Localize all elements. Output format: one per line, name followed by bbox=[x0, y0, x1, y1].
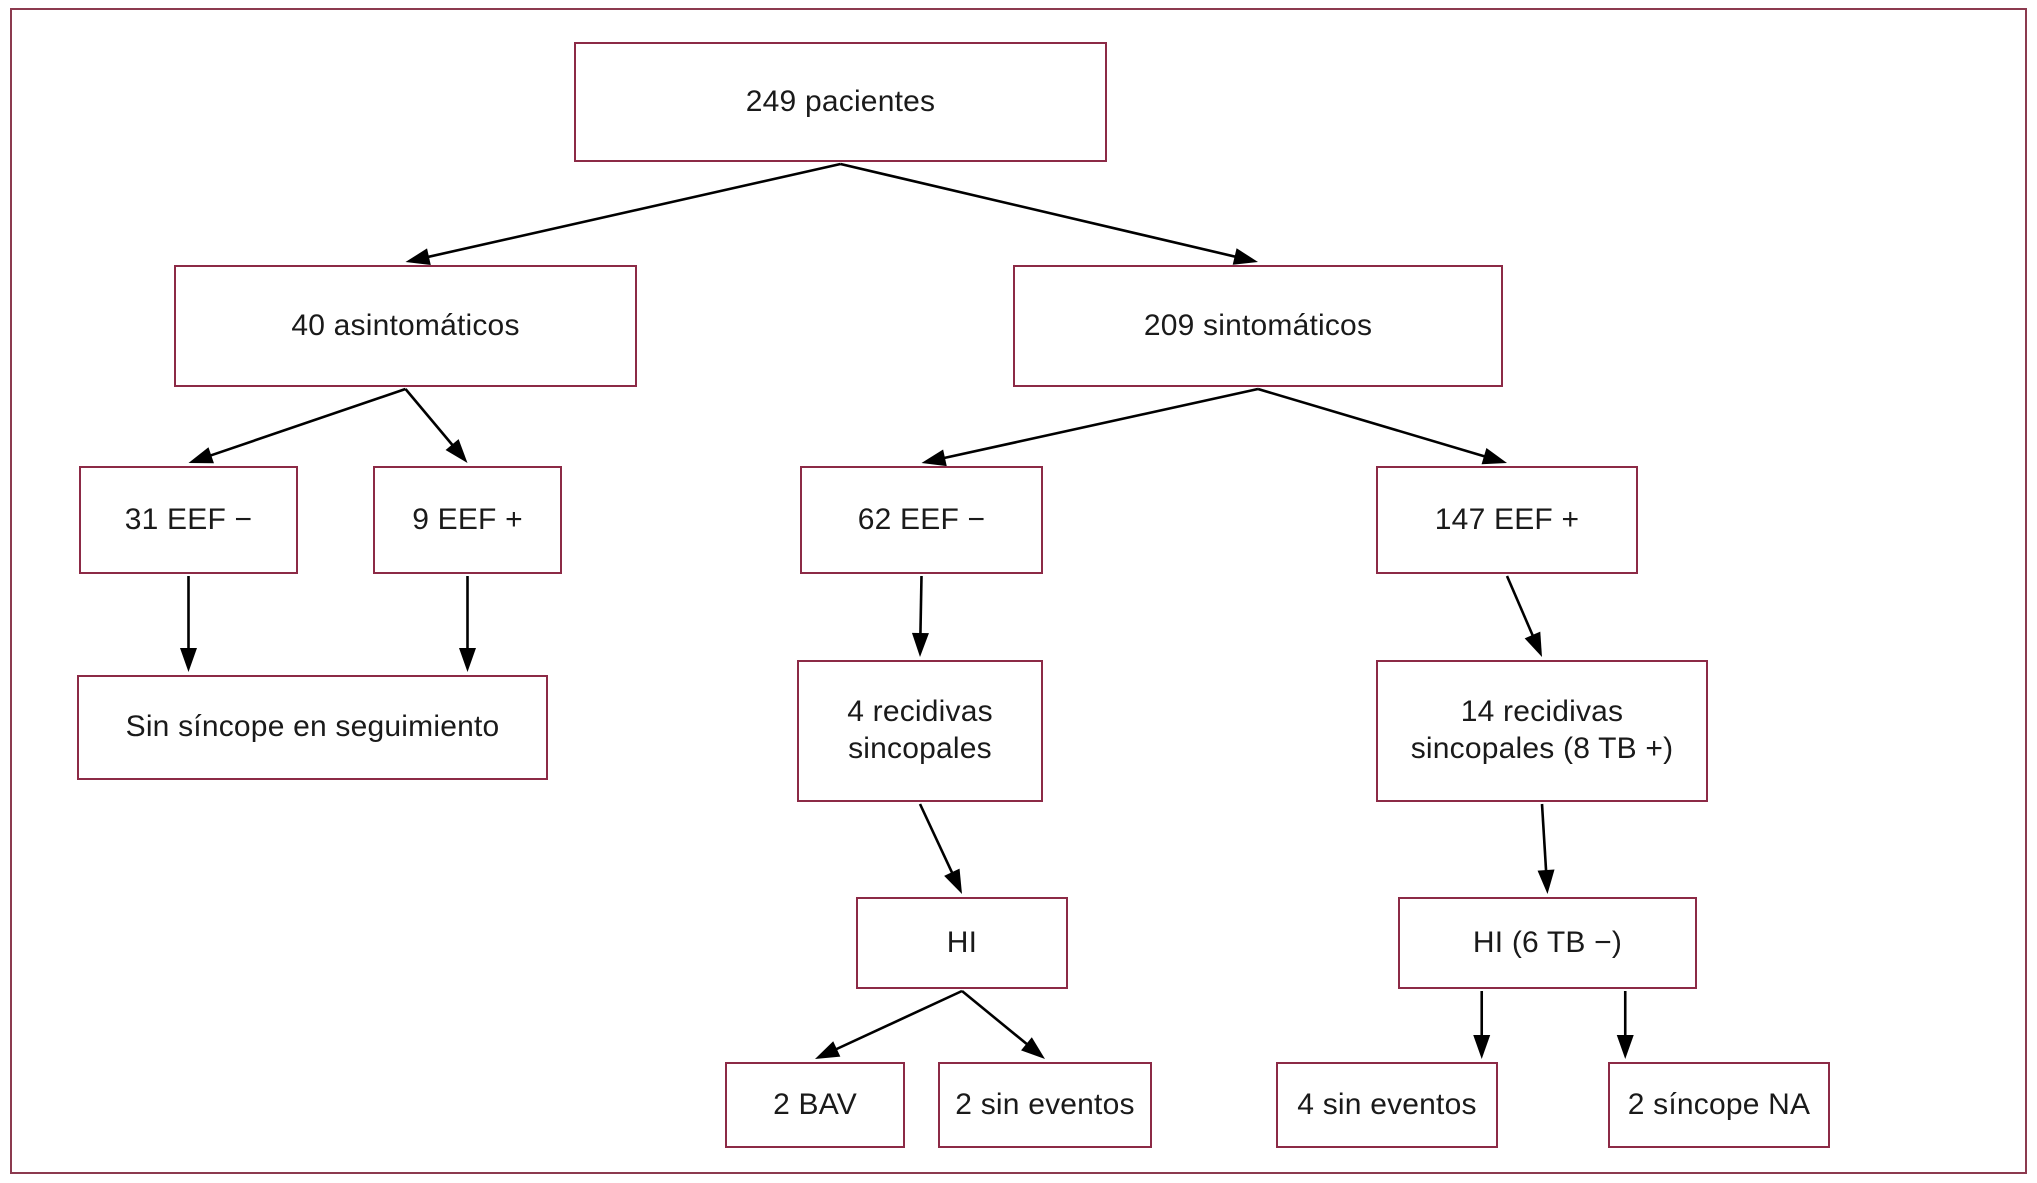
node-sint: 209 sintomáticos bbox=[1013, 265, 1503, 387]
node-sincope-na-2: 2 síncope NA bbox=[1608, 1062, 1830, 1148]
diagram-frame bbox=[10, 8, 2027, 1174]
node-sin-ev-2: 2 sin eventos bbox=[938, 1062, 1152, 1148]
node-recid-4: 4 recidivas sincopales bbox=[797, 660, 1043, 802]
node-asint-eef-neg: 31 EEF − bbox=[79, 466, 298, 574]
node-recid-14: 14 recidivas sincopales (8 TB +) bbox=[1376, 660, 1708, 802]
node-total: 249 pacientes bbox=[574, 42, 1107, 162]
node-sint-eef-neg: 62 EEF − bbox=[800, 466, 1043, 574]
node-sin-ev-4: 4 sin eventos bbox=[1276, 1062, 1498, 1148]
node-hi: HI bbox=[856, 897, 1068, 989]
node-asint-eef-pos: 9 EEF + bbox=[373, 466, 562, 574]
node-asint: 40 asintomáticos bbox=[174, 265, 637, 387]
node-bav-2: 2 BAV bbox=[725, 1062, 905, 1148]
node-sint-eef-pos: 147 EEF + bbox=[1376, 466, 1638, 574]
node-hi-tb: HI (6 TB −) bbox=[1398, 897, 1697, 989]
node-sin-sincope: Sin síncope en seguimiento bbox=[77, 675, 548, 780]
